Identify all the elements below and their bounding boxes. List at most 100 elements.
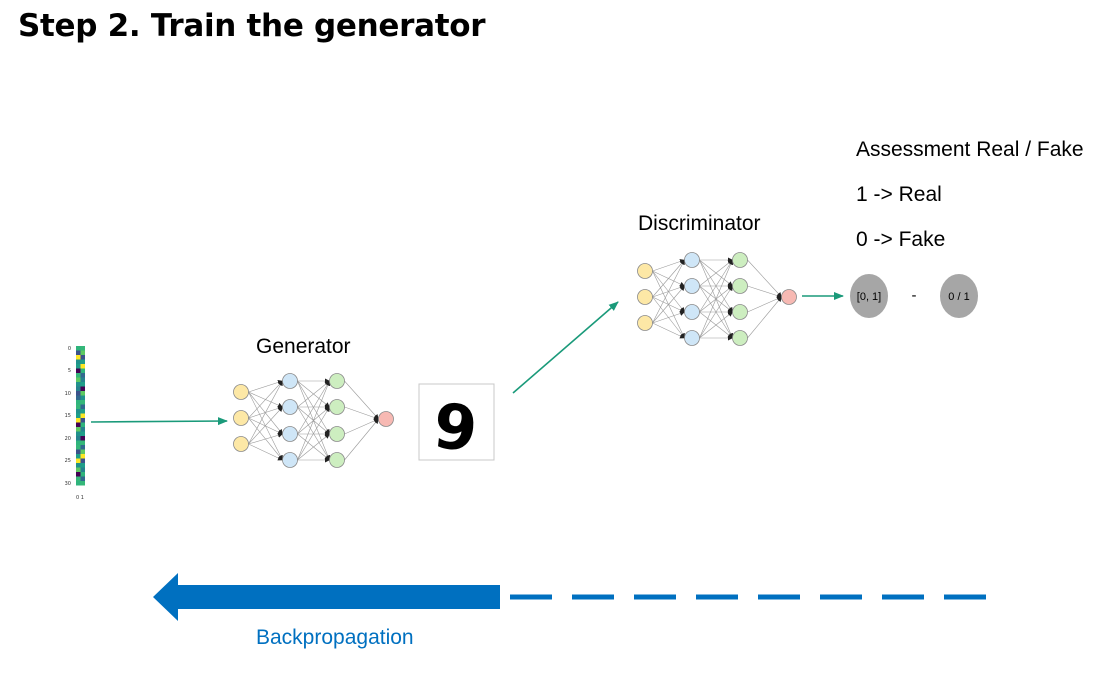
noise-cell	[80, 463, 85, 468]
noise-cell	[76, 382, 81, 387]
network-edge	[652, 285, 685, 324]
noise-cell	[80, 467, 85, 472]
hidden-node	[282, 426, 298, 442]
target-bubble: 0 / 1	[940, 274, 978, 318]
noise-cell	[76, 463, 81, 468]
noise-cell	[76, 454, 81, 459]
network-edge	[652, 259, 685, 272]
noise-cell	[76, 350, 81, 355]
prediction-value: [0, 1]	[857, 291, 881, 303]
generator-label: Generator	[256, 335, 351, 358]
network-edge	[248, 417, 283, 435]
network-edge	[344, 418, 379, 461]
assessment-real-rule: 1 -> Real	[856, 183, 942, 206]
network-edge	[652, 311, 685, 324]
output-node	[378, 411, 394, 427]
noise-cell	[76, 458, 81, 463]
noise-cell	[76, 476, 81, 481]
network-edge	[699, 311, 733, 339]
noise-cell	[80, 427, 85, 432]
network-edge	[297, 406, 330, 461]
hidden-node	[684, 252, 700, 268]
prediction-bubble: [0, 1]	[850, 274, 888, 318]
network-edge	[297, 380, 331, 461]
network-edge	[747, 259, 782, 298]
noise-cell	[80, 355, 85, 360]
noise-cell	[80, 359, 85, 364]
network-edge	[699, 259, 733, 287]
network-edge	[344, 406, 379, 420]
hidden-node	[329, 426, 345, 442]
noise-cell	[80, 346, 85, 351]
noise-cell	[76, 413, 81, 418]
noise-cell	[76, 431, 81, 436]
noise-cell	[80, 413, 85, 418]
network-edge	[344, 380, 379, 420]
noise-cell	[80, 436, 85, 441]
network-edge	[248, 443, 283, 461]
network-edge	[652, 322, 685, 339]
page-title: Step 2. Train the generator	[18, 8, 486, 44]
noise-x-ticks: 0 1	[76, 495, 84, 501]
noise-cell	[80, 373, 85, 378]
loss-minus-operator: -	[912, 287, 917, 304]
input-node	[233, 384, 249, 400]
network-edge	[699, 259, 734, 339]
hidden-node	[732, 278, 748, 294]
noise-y-tick: 30	[65, 481, 71, 487]
noise-cell	[76, 409, 81, 414]
hidden-node	[282, 452, 298, 468]
noise-cell	[76, 373, 81, 378]
network-edge	[747, 285, 782, 298]
network-edge	[747, 296, 782, 339]
hidden-node	[732, 330, 748, 346]
noise-cell	[80, 431, 85, 436]
noise-cell	[76, 391, 81, 396]
generated-sample-image: 9	[418, 383, 495, 466]
generator-network	[233, 373, 394, 468]
noise-cell	[80, 445, 85, 450]
noise-to-generator-arrow	[90, 417, 228, 426]
target-value: 0 / 1	[948, 291, 969, 303]
noise-cell	[80, 386, 85, 391]
noise-cell	[76, 364, 81, 369]
noise-cell	[76, 355, 81, 360]
noise-cell	[80, 395, 85, 400]
network-edge	[297, 433, 330, 461]
network-edge	[248, 380, 283, 393]
noise-cell	[76, 449, 81, 454]
hidden-node	[282, 373, 298, 389]
noise-cell	[80, 440, 85, 445]
hidden-node	[732, 304, 748, 320]
input-node	[637, 289, 653, 305]
noise-cell	[76, 445, 81, 450]
noise-cell	[76, 422, 81, 427]
noise-cell	[76, 404, 81, 409]
discriminator-network	[637, 252, 797, 346]
hidden-node	[684, 330, 700, 346]
noise-cell	[76, 436, 81, 441]
noise-cell	[76, 467, 81, 472]
noise-cell	[80, 481, 85, 486]
noise-cell	[80, 458, 85, 463]
hidden-node	[684, 278, 700, 294]
noise-cell	[80, 368, 85, 373]
noise-cell	[76, 346, 81, 351]
noise-cell	[76, 368, 81, 373]
input-node	[637, 315, 653, 331]
noise-cell	[76, 359, 81, 364]
network-edge	[248, 380, 283, 419]
noise-cell	[80, 409, 85, 414]
hidden-node	[329, 452, 345, 468]
generated-digit: 9	[430, 389, 481, 466]
noise-y-tick: 20	[65, 436, 71, 442]
sample-to-discriminator-arrow	[512, 301, 619, 394]
noise-cell	[76, 427, 81, 432]
noise-cell	[80, 449, 85, 454]
noise-cell	[80, 377, 85, 382]
noise-cell	[76, 386, 81, 391]
input-node	[233, 436, 249, 452]
backpropagation-arrow	[153, 573, 500, 621]
noise-y-tick: 10	[65, 391, 71, 397]
